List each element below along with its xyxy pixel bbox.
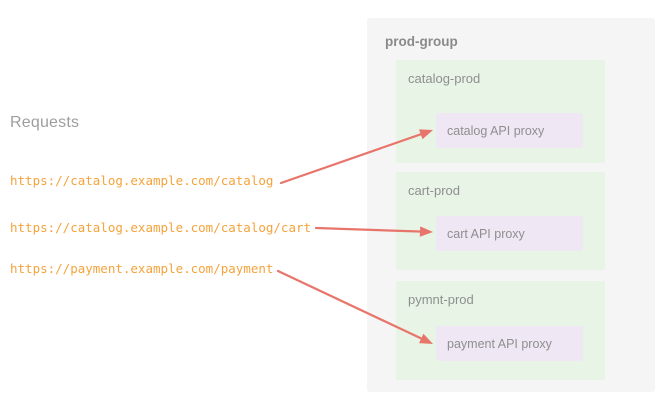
- request-url-catalog-cart: https://catalog.example.com/catalog/cart: [10, 220, 312, 235]
- request-url-catalog: https://catalog.example.com/catalog: [10, 173, 274, 188]
- environment-label-cart-prod: cart-prod: [408, 183, 461, 198]
- environment-label-pymnt-prod: pymnt-prod: [408, 292, 474, 307]
- environment-box-catalog-prod: catalog-prod catalog API proxy: [396, 60, 605, 163]
- api-proxy-label-catalog: catalog API proxy: [447, 123, 545, 138]
- request-url-payment: https://payment.example.com/payment: [10, 261, 274, 276]
- api-proxy-label-payment: payment API proxy: [447, 336, 552, 351]
- environment-label-catalog-prod: catalog-prod: [408, 71, 481, 86]
- api-proxy-catalog: catalog API proxy: [436, 113, 583, 148]
- prod-group-title: prod-group: [385, 34, 458, 49]
- environment-box-pymnt-prod: pymnt-prod payment API proxy: [396, 281, 605, 380]
- environment-box-cart-prod: cart-prod cart API proxy: [396, 172, 605, 270]
- prod-group-panel: prod-group catalog-prod catalog API prox…: [367, 18, 655, 392]
- api-proxy-payment: payment API proxy: [436, 326, 583, 361]
- requests-heading: Requests: [10, 114, 80, 131]
- api-proxy-cart: cart API proxy: [436, 216, 583, 251]
- api-proxy-label-cart: cart API proxy: [447, 226, 525, 241]
